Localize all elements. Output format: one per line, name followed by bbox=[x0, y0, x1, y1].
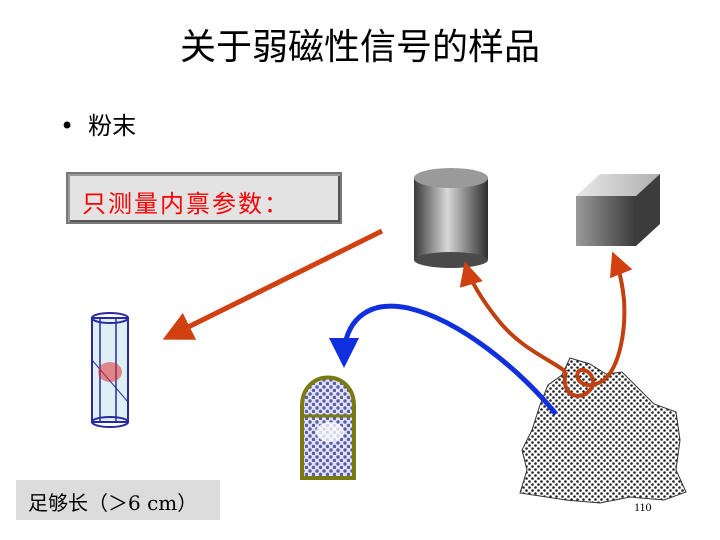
page-title: 关于弱磁性信号的样品 bbox=[179, 27, 540, 68]
bullet-marker: • bbox=[60, 112, 75, 140]
arrow-red-long bbox=[162, 228, 384, 340]
bottom-note-text: 足够长（＞6 cm） bbox=[28, 491, 198, 515]
bullet-text: 粉末 bbox=[88, 112, 137, 140]
arrow-red-to-cube bbox=[562, 251, 633, 398]
tube-shape bbox=[91, 312, 129, 428]
note-box: 只测量内禀参数： bbox=[66, 172, 342, 224]
rock-shape bbox=[519, 357, 687, 504]
capsule-shape bbox=[300, 375, 356, 480]
note-text: 只测量内禀参数： bbox=[82, 190, 290, 218]
cylinder-shape bbox=[414, 168, 488, 268]
page-number: 110 bbox=[634, 500, 652, 514]
arrow-blue bbox=[329, 303, 558, 416]
arrow-red-to-cylinder bbox=[459, 261, 568, 374]
cube-shape bbox=[576, 174, 660, 246]
bullet-item: • 粉末 bbox=[60, 106, 136, 141]
bottom-note-box: 足够长（＞6 cm） bbox=[16, 480, 220, 520]
